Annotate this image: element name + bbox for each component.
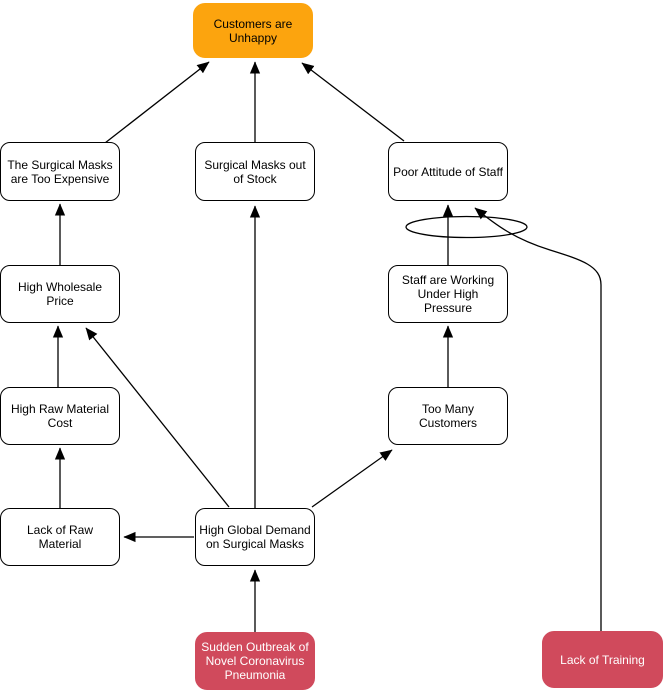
node-label: Sudden Outbreak of Novel Coronavirus Pne…	[201, 640, 309, 682]
node-label: High Wholesale Price	[17, 280, 103, 308]
node-label: Customers are Unhappy	[213, 16, 293, 45]
node-label: Surgical Masks out of Stock	[204, 157, 306, 186]
node-sudden-outbreak-coronavirus[interactable]: Sudden Outbreak of Novel Coronavirus Pne…	[195, 632, 315, 690]
node-label: The Surgical Masks are Too Expensive	[7, 157, 113, 186]
node-label: Lack of Raw Material	[26, 523, 94, 551]
or-junction-ellipse[interactable]	[405, 215, 528, 239]
edge-poorattitude-to-unhappy[interactable]	[301, 62, 405, 142]
node-label: Too Many Customers	[418, 402, 477, 430]
node-too-many-customers[interactable]: Too Many Customers	[388, 387, 508, 445]
node-high-raw-material-cost[interactable]: High Raw Material Cost	[0, 387, 120, 445]
node-lack-of-training[interactable]: Lack of Training	[542, 631, 663, 688]
node-staff-under-pressure[interactable]: Staff are Working Under High Pressure	[388, 265, 508, 323]
edge-demand-to-wholesale[interactable]	[85, 327, 230, 508]
node-label: Poor Attitude of Staff	[393, 164, 503, 179]
node-label: Lack of Training	[560, 652, 645, 667]
edge-training-to-poorattitude[interactable]	[474, 207, 602, 631]
node-label: High Raw Material Cost	[10, 402, 110, 430]
edge-expensive-to-unhappy[interactable]	[104, 61, 210, 144]
node-customers-are-unhappy[interactable]: Customers are Unhappy	[193, 3, 313, 58]
node-high-global-demand[interactable]: High Global Demand on Surgical Masks	[195, 508, 315, 566]
node-masks-out-of-stock[interactable]: Surgical Masks out of Stock	[195, 142, 315, 201]
node-poor-attitude-of-staff[interactable]: Poor Attitude of Staff	[388, 142, 508, 201]
node-label: Staff are Working Under High Pressure	[401, 273, 495, 315]
edge-demand-to-toomany[interactable]	[311, 449, 393, 508]
node-high-wholesale-price[interactable]: High Wholesale Price	[0, 265, 120, 323]
node-lack-of-raw-material[interactable]: Lack of Raw Material	[0, 508, 120, 566]
node-masks-too-expensive[interactable]: The Surgical Masks are Too Expensive	[0, 142, 120, 201]
node-label: High Global Demand on Surgical Masks	[199, 523, 311, 551]
